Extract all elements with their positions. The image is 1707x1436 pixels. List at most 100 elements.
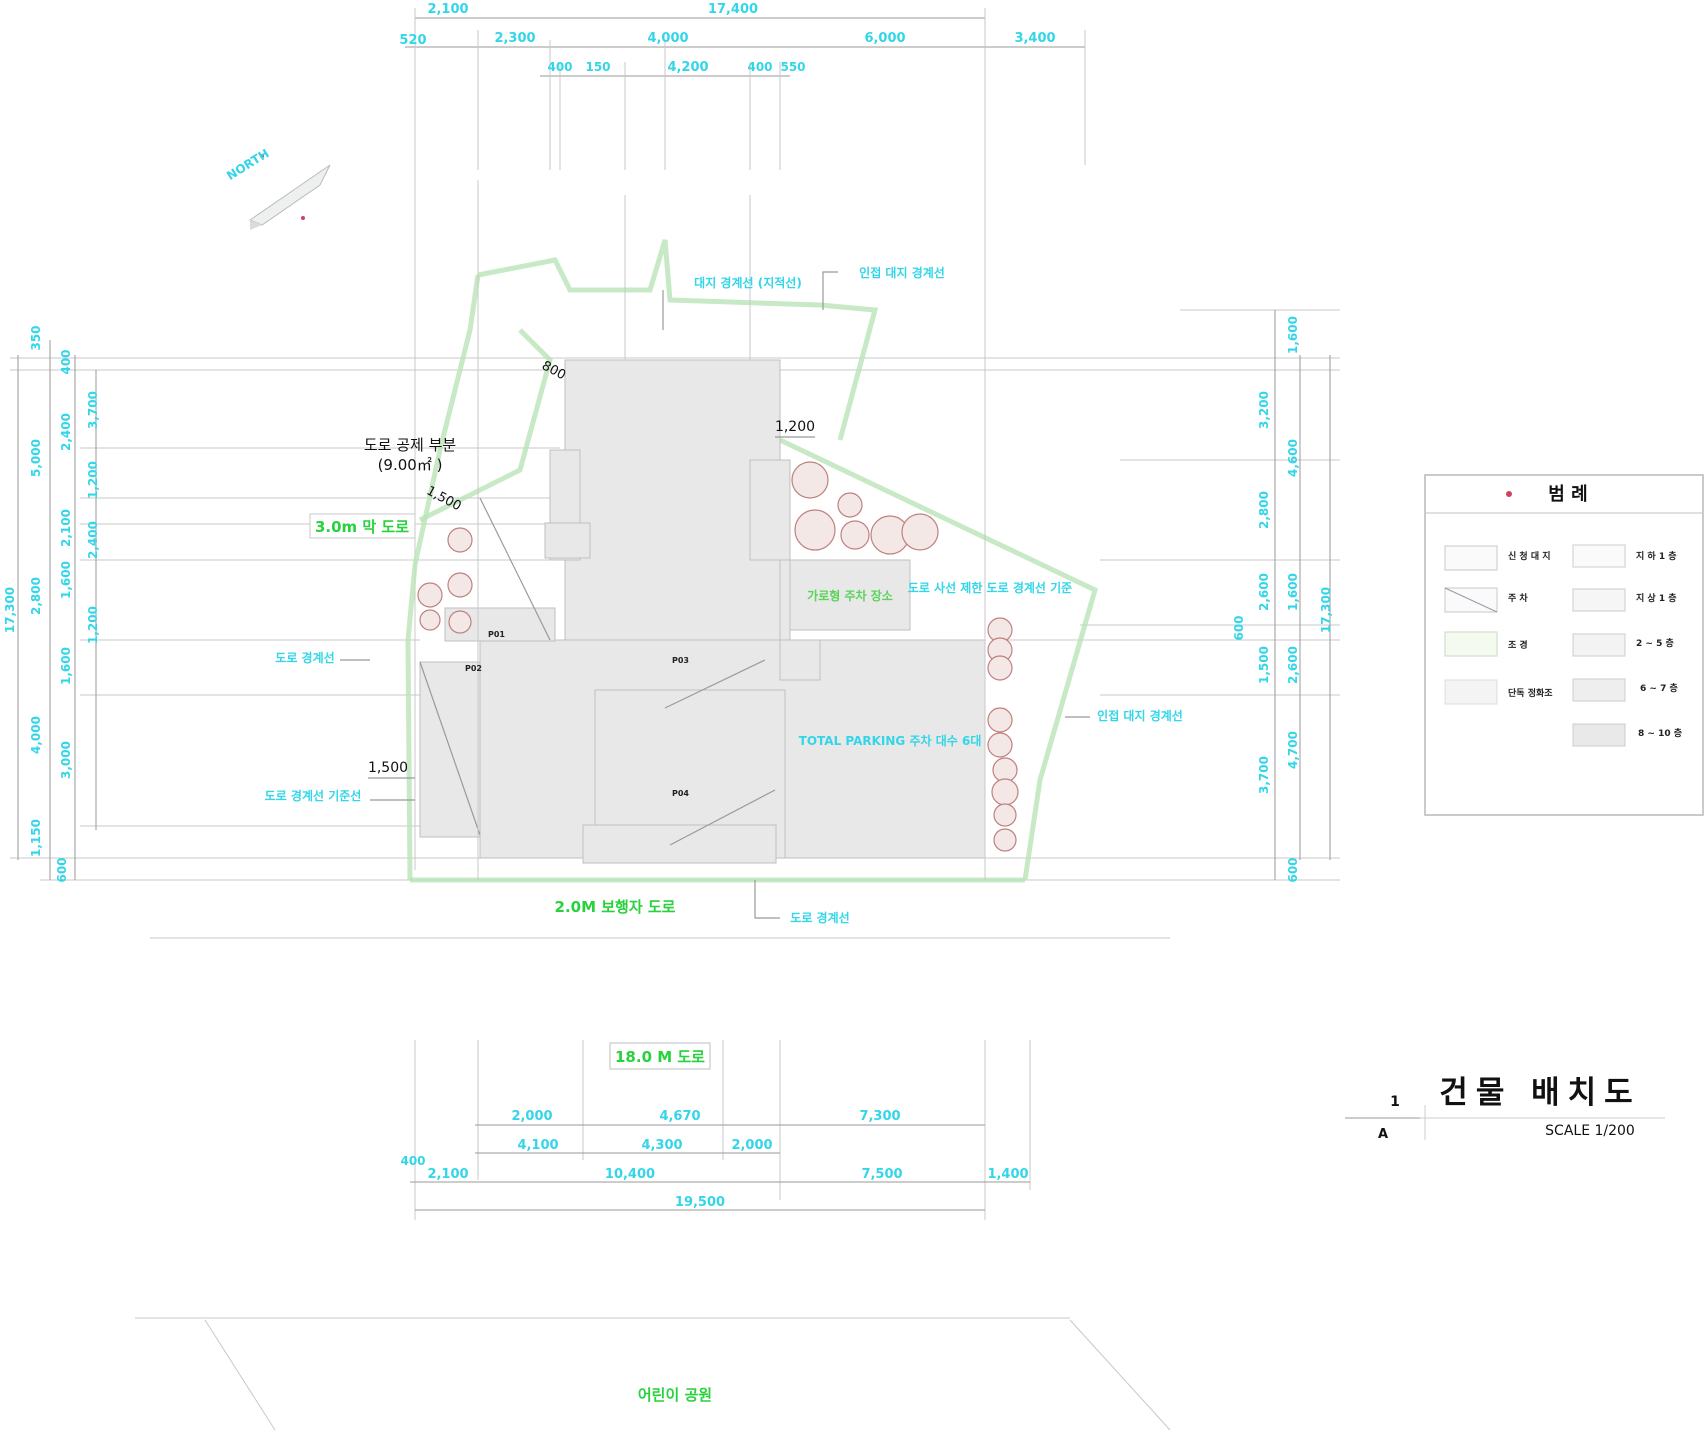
- left-dim-5000: 5,000: [29, 439, 43, 477]
- bottom-dim-4100: 4,100: [517, 1138, 558, 1153]
- tree-icon: [419, 609, 441, 631]
- top-dim-4000: 4,000: [647, 31, 688, 46]
- bottom-dim-7300: 7,300: [859, 1109, 900, 1124]
- tree-icon: [417, 582, 443, 608]
- left-dim-600: 600: [55, 857, 69, 882]
- tree-icon: [447, 527, 473, 553]
- bottom-dim-2000b: 2,000: [731, 1138, 772, 1153]
- vertical-grid-lines: [414, 170, 1031, 1220]
- tree-icon: [993, 803, 1017, 827]
- legend-left-3: 조 경: [1508, 639, 1528, 651]
- right-dim-600b: 600: [1232, 615, 1246, 640]
- left-dimension-lines: [17, 340, 97, 880]
- point-p02: P02: [465, 664, 482, 673]
- left-note-1: 도로 경계선: [275, 650, 334, 665]
- legend-right-3: 2 ~ 5 층: [1636, 637, 1674, 649]
- drawing-title: 건물 배치도: [1439, 1075, 1640, 1111]
- tree-icon: [794, 509, 836, 551]
- park-label: 어린이 공원: [638, 1386, 712, 1404]
- left-dim-3000: 3,000: [59, 741, 73, 779]
- road-2m-label: 2.0M 보행자 도로: [555, 898, 676, 916]
- left-dim-2400b: 2,400: [86, 521, 100, 559]
- legend-right-2: 지 상 1 층: [1636, 592, 1677, 604]
- bottom-dim-400: 400: [400, 1154, 425, 1168]
- top-dimension-lines: [405, 8, 1086, 870]
- left-dim-1200b: 1,200: [86, 606, 100, 644]
- legend-panel: [1424, 474, 1704, 816]
- legend-right-1: 지 하 1 층: [1636, 550, 1677, 562]
- legend-left-2: 주 차: [1508, 592, 1528, 604]
- top-dim-150: 150: [585, 60, 610, 74]
- point-p03: P03: [672, 656, 689, 665]
- bottom-dim-7500: 7,500: [861, 1167, 902, 1182]
- top-note-leader: [822, 271, 838, 310]
- road-18m-label: 18.0 M 도로: [615, 1048, 705, 1066]
- parking-label: 가로형 주차 장소: [807, 588, 893, 603]
- bottom-note-leader: [754, 880, 780, 919]
- left-dim-2800: 2,800: [29, 577, 43, 615]
- tree-icon: [991, 778, 1019, 806]
- left-dim-4000: 4,000: [29, 716, 43, 754]
- road-3m-box: [309, 513, 416, 539]
- park-edge-right: [1069, 1319, 1171, 1431]
- bottom-dim-4670: 4,670: [659, 1109, 700, 1124]
- sheet-number: 1: [1390, 1094, 1400, 1110]
- top-dim-3400: 3,400: [1014, 31, 1055, 46]
- top-dim-6000: 6,000: [864, 31, 905, 46]
- right-dimension-lines: [1274, 310, 1331, 880]
- bottom-dim-2000: 2,000: [511, 1109, 552, 1124]
- building-footprint: [419, 359, 986, 864]
- right-dim-3200: 3,200: [1257, 391, 1271, 429]
- right-dim-4700: 4,700: [1286, 731, 1300, 769]
- road-18m-box: [609, 1042, 711, 1070]
- tree-icon: [987, 732, 1013, 758]
- tree-icon: [901, 513, 939, 551]
- top-dim-520: 520: [399, 33, 426, 48]
- trees: [417, 461, 1019, 852]
- dim-1500b: 1,500: [368, 760, 408, 776]
- park-edge-left: [204, 1319, 276, 1431]
- drawing-scale: SCALE 1/200: [1545, 1123, 1635, 1139]
- legend-right-4: 6 ~ 7 층: [1640, 682, 1678, 694]
- right-dim-1600: 1,600: [1286, 316, 1300, 354]
- north-arrow: [248, 154, 331, 230]
- top-dim-550: 550: [780, 60, 805, 74]
- point-p01: P01: [488, 630, 505, 639]
- right-dim-2600b: 2,600: [1257, 573, 1271, 611]
- left-dim-1150: 1,150: [29, 819, 43, 857]
- road-deduction-label: 도로 공제 부분: [364, 436, 457, 454]
- sheet-ref: A: [1378, 1127, 1388, 1142]
- bottom-dim-1400: 1,400: [987, 1167, 1028, 1182]
- bottom-dim-10400: 10,400: [605, 1167, 655, 1182]
- bottom-note: 도로 경계선: [790, 910, 849, 925]
- tree-icon: [840, 520, 870, 550]
- tree-icon: [993, 828, 1017, 852]
- tree-icon: [448, 610, 472, 634]
- tree-icon: [837, 492, 863, 518]
- legend-title: 범 례: [1548, 484, 1587, 505]
- garden-label: TOTAL PARKING 주차 대수 6대: [799, 733, 982, 748]
- left-dim-350: 350: [29, 325, 43, 350]
- left-dim-17300: 17,300: [3, 587, 17, 633]
- right-dim-2600: 2,600: [1286, 646, 1300, 684]
- tree-icon: [447, 572, 473, 598]
- right-note: 인접 대지 경계선: [1097, 708, 1183, 723]
- road-3m-label: 3.0m 막 도로: [315, 518, 409, 536]
- bottom-dim-4300: 4,300: [641, 1138, 682, 1153]
- tree-icon: [987, 655, 1013, 681]
- top-dim-2300: 2,300: [494, 31, 535, 46]
- left-dim-1600b: 1,600: [59, 561, 73, 599]
- top-dim-17400: 17,400: [708, 2, 758, 17]
- right-dim-4600: 4,600: [1286, 439, 1300, 477]
- top-dim-400: 400: [547, 60, 572, 74]
- right-dim-17300: 17,300: [1319, 587, 1333, 633]
- right-dim-1600b: 1,600: [1286, 573, 1300, 611]
- top-note-1: 대지 경계선 (지적선): [694, 275, 802, 290]
- legend-right-5: 8 ~ 10 층: [1638, 727, 1682, 739]
- right-dim-2800: 2,800: [1257, 491, 1271, 529]
- legend-left-1: 신 청 대 지: [1508, 550, 1551, 562]
- bottom-dim-2100: 2,100: [427, 1167, 468, 1182]
- bottom-dimension-lines: [410, 1124, 1030, 1211]
- point-p04: P04: [672, 789, 689, 798]
